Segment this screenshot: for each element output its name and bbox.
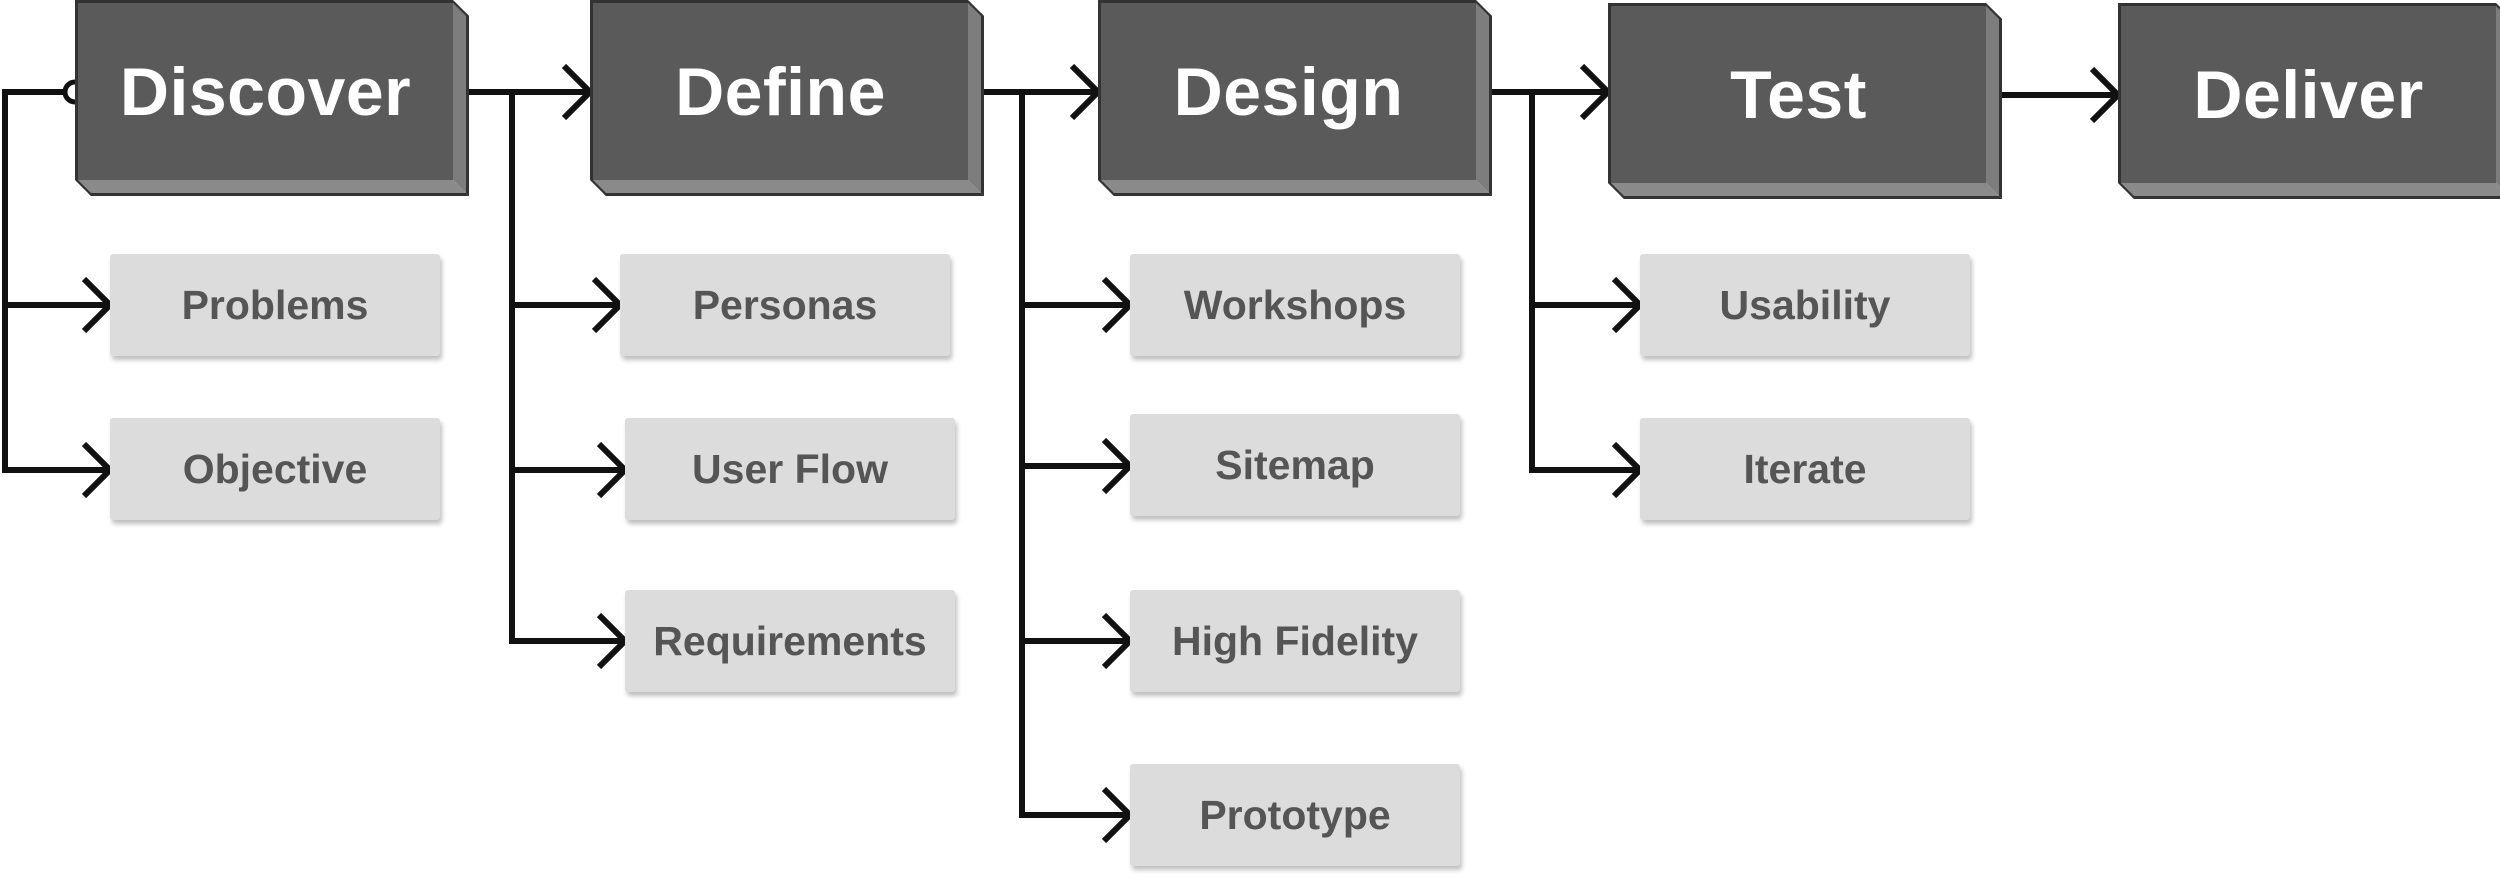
stage-label: Design xyxy=(1173,53,1404,130)
stage-define[interactable]: Define xyxy=(590,0,968,180)
stage-label: Deliver xyxy=(2193,56,2424,133)
stage-deliver[interactable]: Deliver xyxy=(2118,3,2496,183)
item-user-flow[interactable]: User Flow xyxy=(625,418,955,520)
item-usability[interactable]: Usability xyxy=(1640,254,1970,356)
stage-discover[interactable]: Discover xyxy=(75,0,453,180)
stage-label: Test xyxy=(1730,56,1867,133)
item-iterate[interactable]: Iterate xyxy=(1640,418,1970,520)
item-high-fidelity[interactable]: High Fidelity xyxy=(1130,590,1460,692)
item-requirements[interactable]: Requirements xyxy=(625,590,955,692)
item-objective[interactable]: Objective xyxy=(110,418,440,520)
stage-label: Define xyxy=(675,53,886,130)
item-personas[interactable]: Personas xyxy=(620,254,950,356)
stage-design[interactable]: Design xyxy=(1098,0,1476,180)
item-prototype[interactable]: Prototype xyxy=(1130,764,1460,866)
stage-test[interactable]: Test xyxy=(1608,3,1986,183)
item-sitemap[interactable]: Sitemap xyxy=(1130,414,1460,516)
item-workshops[interactable]: Workshops xyxy=(1130,254,1460,356)
item-problems[interactable]: Problems xyxy=(110,254,440,356)
stage-label: Discover xyxy=(119,53,412,130)
